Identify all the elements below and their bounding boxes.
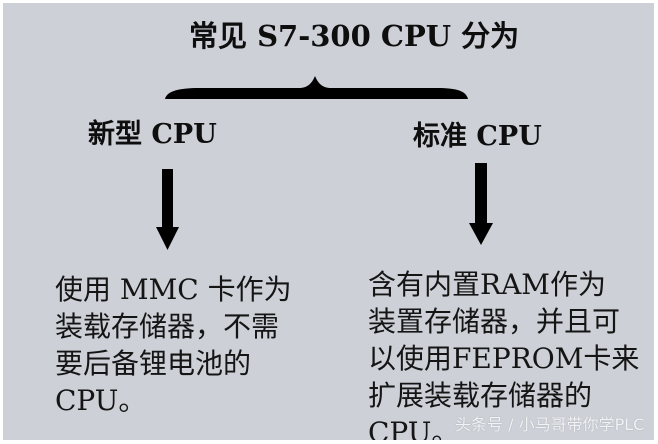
- description-line: 含有内置RAM作为: [368, 268, 606, 301]
- branch-label-standard-cpu: 标准 CPU: [413, 121, 542, 152]
- branch-label-new-cpu: 新型 CPU: [88, 119, 217, 150]
- description-line: 使用 MMC 卡作为: [55, 273, 292, 306]
- arrow-down-icon: [156, 169, 179, 250]
- description-line: 扩展装载存储器的: [368, 379, 593, 412]
- description-standard-cpu: 含有内置RAM作为 装置存储器，并且可 以使用FEPROM卡来 扩展装载存储器的…: [368, 266, 639, 440]
- curly-brace-icon: [165, 76, 468, 99]
- description-line: CPU。: [55, 384, 147, 417]
- description-line: 装载存储器，不需: [55, 310, 280, 343]
- watermark: 头条号 / 小马哥带你学PLC: [455, 415, 645, 434]
- diagram-canvas: 常见 S7-300 CPU 分为 新型 CPU 标准 CPU 使用 MMC 卡作…: [3, 3, 654, 440]
- diagram-title: 常见 S7-300 CPU 分为: [189, 19, 520, 53]
- description-line: 装置存储器，并且可: [368, 305, 621, 338]
- description-new-cpu: 使用 MMC 卡作为 装载存储器，不需 要后备锂电池的 CPU。: [55, 271, 292, 419]
- description-line: CPU。: [368, 416, 460, 440]
- description-line: 以使用FEPROM卡来: [368, 342, 640, 375]
- arrow-down-icon: [469, 163, 493, 245]
- description-line: 要后备锂电池的: [55, 347, 252, 380]
